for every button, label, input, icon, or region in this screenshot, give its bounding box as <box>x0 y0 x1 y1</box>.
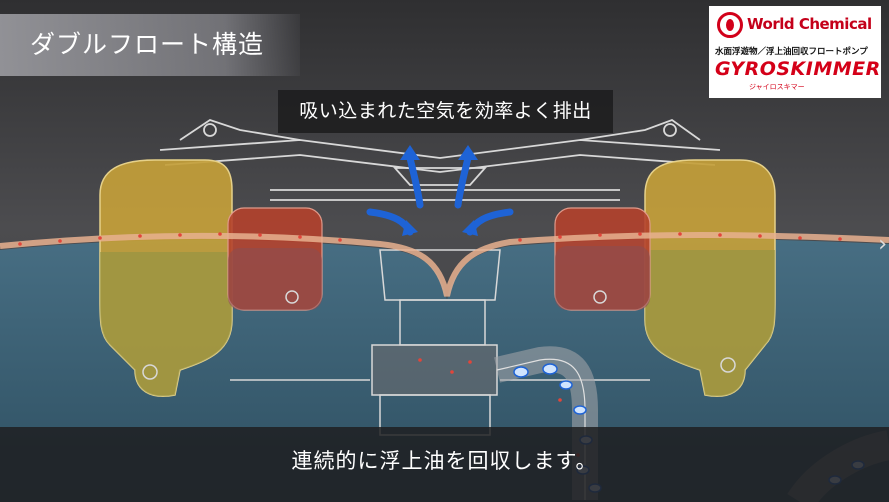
title-banner <box>0 14 300 76</box>
logo-product-name: GYROSKIMMER <box>715 58 881 80</box>
right-red-float <box>554 207 651 311</box>
air-exhaust-arrows <box>406 154 472 209</box>
right-yellow-float <box>644 159 776 397</box>
pump-body <box>142 249 736 436</box>
logo-product-kana: ジャイロスキマー <box>749 83 805 91</box>
video-subtitle: 連続的に浮上油を回収します。 <box>291 449 598 473</box>
chevron-right-icon[interactable]: › <box>878 232 887 257</box>
left-red-float <box>227 207 323 311</box>
top-frame <box>159 118 721 201</box>
logo-company-name: World Chemical <box>747 15 872 33</box>
oil-droplets <box>18 232 842 457</box>
logo-tagline: 水面浮遊物／浮上油回収フロートポンプ <box>715 47 868 57</box>
brand-logo: World Chemical 水面浮遊物／浮上油回収フロートポンプ GYROSK… <box>709 6 881 98</box>
subtitle-bar <box>0 427 889 502</box>
oil-surface-line <box>0 232 889 297</box>
left-yellow-float <box>99 159 233 397</box>
callout-label: 吸い込まれた空気を効率よく排出 <box>278 90 613 133</box>
logo-mark-icon <box>717 12 743 38</box>
page-title: ダブルフロート構造 <box>30 30 265 59</box>
